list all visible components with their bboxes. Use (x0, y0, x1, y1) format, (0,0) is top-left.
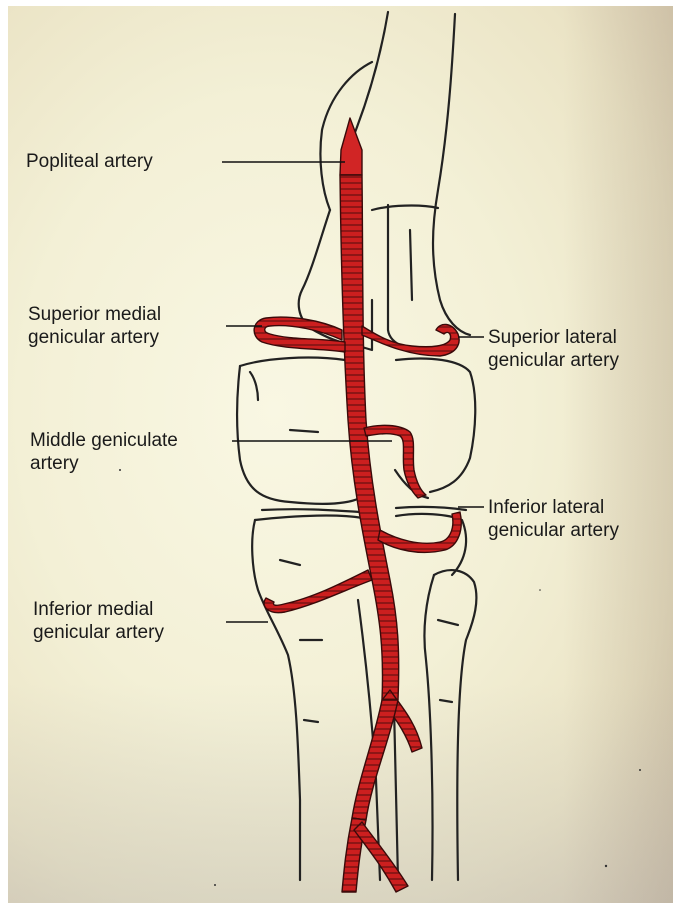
popliteal-artery-trunk (340, 175, 399, 700)
femur-outline (299, 12, 470, 352)
superior-lateral-genicular-vessel (362, 324, 459, 356)
label-inferior-medial-genicular-artery: Inferior medial genicular artery (33, 598, 164, 644)
popliteal-artery-top (340, 118, 362, 175)
label-line: Popliteal artery (26, 150, 153, 173)
superior-medial-genicular-vessel (254, 317, 345, 352)
label-inferior-lateral-genicular-artery: Inferior lateral genicular artery (488, 496, 619, 542)
label-middle-geniculate-artery: Middle geniculate artery (30, 429, 178, 475)
posterior-tibial-artery (352, 700, 398, 820)
label-line: Inferior lateral (488, 496, 619, 519)
peroneal-branch (354, 822, 408, 892)
inferior-lateral-genicular-vessel (378, 512, 461, 552)
label-superior-medial-genicular-artery: Superior medial genicular artery (28, 303, 161, 349)
label-line: Superior lateral (488, 326, 619, 349)
label-popliteal-artery: Popliteal artery (26, 150, 153, 173)
label-line: genicular artery (488, 519, 619, 542)
label-line: genicular artery (33, 621, 164, 644)
label-line: Inferior medial (33, 598, 164, 621)
label-line: Middle geniculate (30, 429, 178, 452)
label-superior-lateral-genicular-artery: Superior lateral genicular artery (488, 326, 619, 372)
label-line: genicular artery (488, 349, 619, 372)
label-line: genicular artery (28, 326, 161, 349)
label-line: Superior medial (28, 303, 161, 326)
inferior-medial-genicular-vessel (264, 570, 372, 613)
fibula-outline (424, 570, 476, 880)
label-line: artery (30, 452, 178, 475)
